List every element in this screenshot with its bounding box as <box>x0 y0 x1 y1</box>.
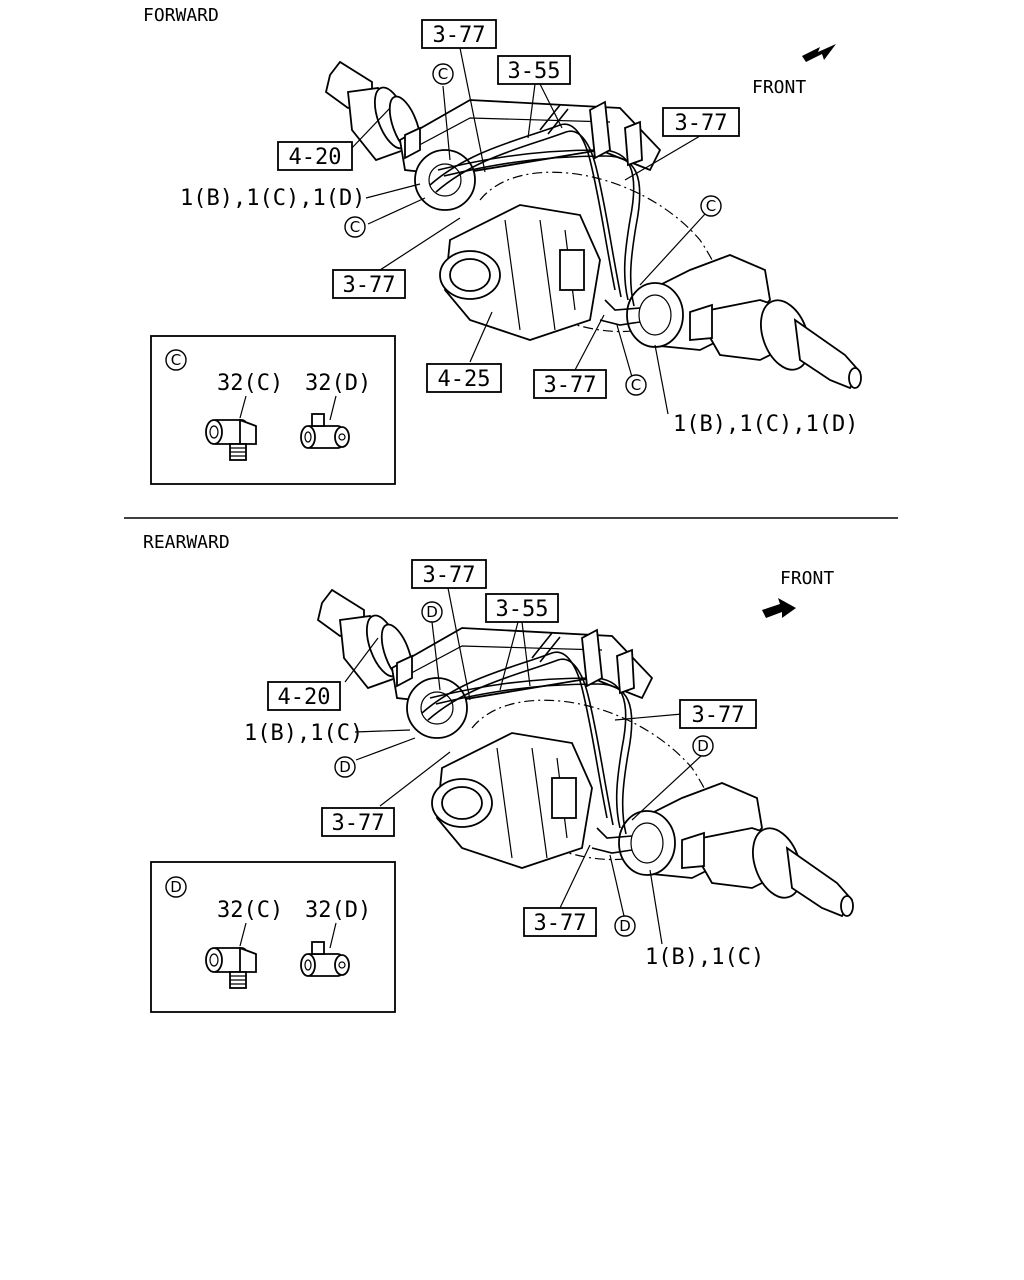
rearward-detail-box: D 32(C) 32(D) <box>150 861 396 1013</box>
rearward-front-label: FRONT <box>780 568 834 589</box>
rearward-ref-3-77-left: 3-77 <box>321 807 395 837</box>
forward-detail-box: C 32(C) 32(D) <box>150 335 396 485</box>
svg-text:3-77: 3-77 <box>675 111 728 136</box>
forward-part-left: 1(B),1(C),1(D) <box>180 186 365 211</box>
forward-ref-3-55: 3-55 <box>497 55 571 85</box>
svg-text:4-20: 4-20 <box>278 685 331 710</box>
forward-title: FORWARD <box>143 5 219 26</box>
rearward-callout-d3: D <box>692 735 714 757</box>
rearward-part-left: 1(B),1(C) <box>244 721 363 746</box>
front-arrow-icon <box>762 598 796 618</box>
rearward-ref-3-77-bottom: 3-77 <box>523 907 597 937</box>
rearward-callout-d2: D <box>334 756 356 778</box>
rearward-callout-d1: D <box>421 601 443 623</box>
svg-text:D: D <box>697 737 709 755</box>
forward-ref-3-77-top: 3-77 <box>421 19 497 49</box>
forward-callout-c3: C <box>700 195 722 217</box>
rearward-ref-3-55: 3-55 <box>485 593 559 623</box>
svg-text:D: D <box>426 603 438 621</box>
forward-callout-c4: C <box>625 374 647 396</box>
forward-detail-letter: C <box>171 351 181 369</box>
rearward-detail-part-b: 32(D) <box>305 898 371 923</box>
rearward-axle-drawing <box>317 589 854 917</box>
forward-front-label: FRONT <box>752 77 806 98</box>
rearward-section: REARWARD FRONT 3-77 3-55 <box>143 532 854 1013</box>
svg-text:3-77: 3-77 <box>534 911 587 936</box>
forward-axle-drawing <box>325 61 862 389</box>
rearward-part-right: 1(B),1(C) <box>645 945 764 970</box>
elbow-fitting-icon <box>205 418 257 461</box>
tee-fitting-icon <box>300 413 350 449</box>
svg-text:D: D <box>339 758 351 776</box>
forward-leader-lines <box>349 47 706 415</box>
svg-text:3-55: 3-55 <box>508 59 561 84</box>
forward-ref-3-77-left: 3-77 <box>332 269 406 299</box>
svg-text:3-77: 3-77 <box>544 373 597 398</box>
svg-text:D: D <box>619 917 631 935</box>
svg-text:C: C <box>706 197 716 215</box>
rearward-ref-4-20: 4-20 <box>267 681 341 711</box>
rearward-ref-3-77-right: 3-77 <box>679 699 757 729</box>
forward-detail-part-b: 32(D) <box>305 371 371 396</box>
rearward-leader-lines <box>344 587 702 945</box>
svg-text:C: C <box>631 376 641 394</box>
forward-callout-c2: C <box>344 216 366 238</box>
forward-ref-4-20: 4-20 <box>277 141 353 171</box>
forward-part-right: 1(B),1(C),1(D) <box>673 412 858 437</box>
tee-fitting-icon <box>300 941 350 977</box>
forward-ref-4-25: 4-25 <box>426 363 502 393</box>
svg-text:C: C <box>350 218 360 236</box>
rearward-ref-3-77-top: 3-77 <box>411 559 487 589</box>
forward-ref-3-77-right: 3-77 <box>662 107 740 137</box>
forward-ref-3-77-bottom: 3-77 <box>533 369 607 399</box>
rearward-detail-letter: D <box>170 878 182 896</box>
svg-text:4-20: 4-20 <box>289 145 342 170</box>
svg-text:C: C <box>438 65 448 83</box>
svg-text:3-77: 3-77 <box>692 703 745 728</box>
svg-text:3-55: 3-55 <box>496 597 549 622</box>
svg-text:3-77: 3-77 <box>433 23 486 48</box>
front-arrow-icon <box>802 44 836 62</box>
rearward-title: REARWARD <box>143 532 230 553</box>
rearward-detail-part-a: 32(C) <box>217 898 283 923</box>
forward-section: FORWARD FRONT 3-77 <box>143 5 862 485</box>
rearward-callout-d4: D <box>614 915 636 937</box>
forward-callout-c1: C <box>432 63 454 85</box>
svg-text:3-77: 3-77 <box>332 811 385 836</box>
svg-text:3-77: 3-77 <box>343 273 396 298</box>
svg-text:3-77: 3-77 <box>423 563 476 588</box>
forward-detail-part-a: 32(C) <box>217 371 283 396</box>
svg-text:4-25: 4-25 <box>438 367 491 392</box>
elbow-fitting-icon <box>205 946 257 989</box>
